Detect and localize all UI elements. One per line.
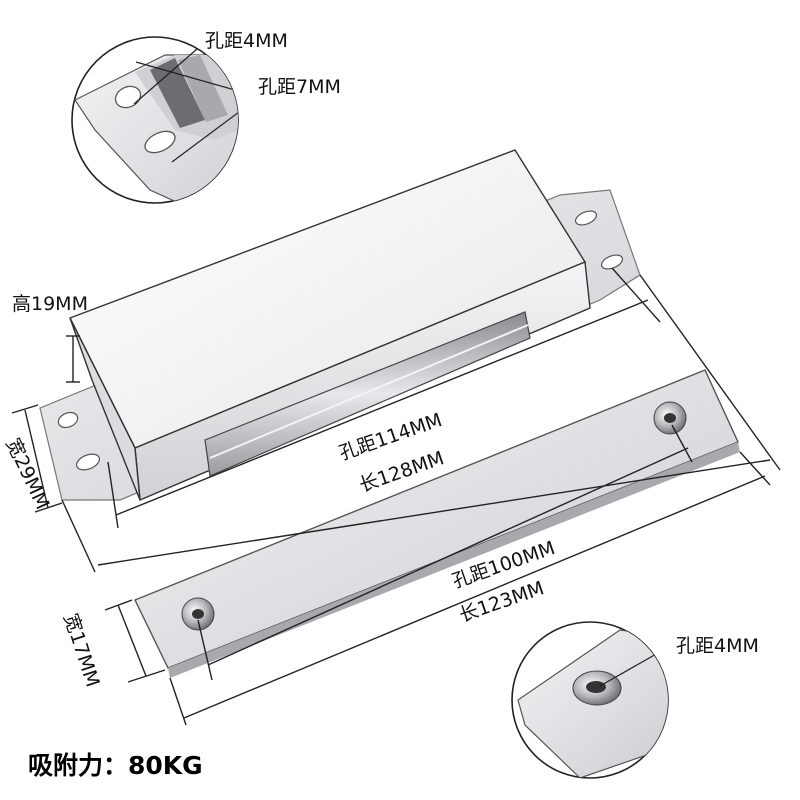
label-holding-force: 吸附力：80KG	[28, 751, 203, 780]
dim-height	[66, 335, 80, 383]
zoom-circle-top	[71, 36, 239, 204]
zoom-circle-bottom	[511, 621, 669, 779]
dim-length-123	[169, 451, 771, 726]
label-height: 高19MM	[12, 293, 88, 315]
label-top-hole-7: 孔距7MM	[258, 76, 341, 98]
dim-width-17	[104, 599, 166, 683]
dim-hole-114	[107, 267, 661, 529]
label-width-29: 宽29MM	[1, 435, 53, 513]
label-width-17: 宽17MM	[59, 611, 103, 690]
dim-hole-100	[197, 424, 693, 681]
label-top-hole-4: 孔距4MM	[205, 30, 288, 52]
latch-body	[39, 149, 641, 502]
dim-length-128	[61, 274, 781, 573]
label-bottom-hole-4: 孔距4MM	[676, 635, 759, 657]
dim-width-29	[11, 404, 63, 513]
